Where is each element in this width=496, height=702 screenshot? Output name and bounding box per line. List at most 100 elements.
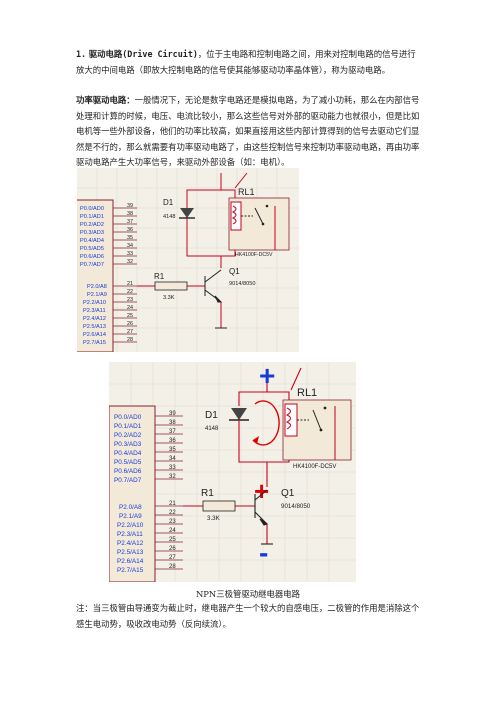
pin-number: 38 [127,211,133,217]
resistor-r1 [154,281,188,291]
circuit-figure-1: P0.0/AD0 P0.1/AD1 P0.2/AD2 P0.3/AD3 P0.4… [74,168,299,353]
port-label: P0.6/AD6 [80,254,104,260]
positive-sign: + [259,362,275,391]
pin-number: 21 [169,501,176,507]
positive-sign-red: + [254,476,269,506]
q1-label: Q1 [229,267,240,276]
pin-number: 28 [169,564,176,570]
pin-number: 27 [127,329,133,335]
section-body: ，位于主电路和控制电路之间，用来对控制电路的信号进行放大的中间电路（即放大控制电… [76,49,416,75]
pin-number: 33 [127,251,133,257]
d1-part: 4148 [163,214,175,220]
paragraph-power-drive: 功率驱动电路：一般情况下，无论是数字电路还是模拟电路，为了减小功耗，那么在内部信… [76,93,422,171]
figure-caption: NPN三极管驱动继电器电路 [195,589,301,599]
p2-label: P2.2/A10 [83,300,106,306]
rl1-label: RL1 [238,187,255,197]
resistor-r1 [202,500,236,512]
circuit-figure-2: P0.0/AD0 P0.1/AD1 P0.2/AD2 P0.3/AD3 P0.4… [108,360,356,583]
relay-part: HK4100F-DC5V [235,252,273,258]
d1-part: 4148 [205,426,219,432]
pin-number: 25 [127,313,133,319]
pin-number: 38 [169,420,176,426]
pin-number: 28 [127,337,133,343]
r1-label: R1 [201,488,214,499]
p2-label: P2.3/A11 [117,531,143,538]
port-label: P0.1/AD1 [114,423,142,430]
relay-rl1 [282,399,352,461]
p2-label: P2.1/A9 [87,292,107,298]
p2-label: P2.6/A14 [117,558,144,565]
relay-rl1 [228,197,290,251]
pin-number: 35 [169,447,176,453]
port-label: P0.5/AD5 [114,459,142,466]
port-label: P0.2/AD2 [114,432,142,439]
section-title: 驱动电路(Drive Circuit) [88,49,198,59]
port-label: P0.7/AD7 [114,477,142,484]
p2-label: P2.0/A8 [119,504,142,511]
r1-value: 3.3K [207,515,221,522]
pin-number: 24 [127,305,133,311]
pin-number: 23 [169,519,176,525]
pin-number: 34 [169,456,176,462]
pin-number: 37 [169,429,176,435]
port-label: P0.4/AD4 [114,450,142,457]
r1-label: R1 [154,272,165,281]
pin-number: 25 [169,537,176,543]
p2-label: P2.7/A15 [117,567,144,574]
p2-label: P2.4/A12 [83,316,106,322]
pin-number: 34 [127,243,133,249]
pin-number: 23 [127,297,133,303]
pin-number: 36 [127,227,133,233]
port-label: P0.0/AD0 [114,414,142,421]
power-drive-body: 一般情况下，无论是数字电路还是模拟电路，为了减小功耗，那么在内部信号处理和计算的… [76,95,420,167]
q1-part: 9014/8050 [229,281,255,287]
power-drive-title: 功率驱动电路： [76,95,135,105]
q1-label: Q1 [281,488,295,499]
p2-label: P2.2/A10 [117,522,144,529]
r1-value: 3.3K [163,295,175,301]
paragraph-drive-circuit: 1. 驱动电路(Drive Circuit)，位于主电路和控制电路之间，用来对控… [76,47,422,78]
port-label: P0.4/AD4 [80,238,104,244]
p2-label: P2.0/A8 [87,284,107,290]
p2-label: P2.7/A15 [83,340,106,346]
port-label: P0.3/AD3 [114,441,142,448]
port-label: P0.5/AD5 [80,246,104,252]
section-index: 1. [76,49,87,59]
p2-label: P2.5/A13 [83,324,106,330]
pin-number: 32 [127,259,133,265]
p2-label: P2.4/A12 [117,540,144,547]
port-label: P0.0/AD0 [80,206,104,212]
pin-number: 35 [127,235,133,241]
diode-d1 [179,208,195,230]
d1-label: D1 [205,410,218,421]
p2-label: P2.3/A11 [83,308,106,314]
p2-label: P2.1/A9 [119,513,142,520]
negative-sign: - [259,537,268,568]
transistor-q1 [254,489,273,545]
pin-number: 39 [127,203,133,209]
relay-part: HK4100F-DC5V [293,464,336,470]
d1-label: D1 [163,198,174,207]
p2-label: P2.6/A14 [83,332,106,338]
pin-number: 26 [127,321,133,327]
pin-number: 36 [169,438,176,444]
pin-number: 39 [169,411,176,417]
port-label: P0.7/AD7 [80,262,104,268]
port-label: P0.1/AD1 [80,214,104,220]
pin-number: 26 [169,546,176,552]
pin-number: 21 [127,281,133,287]
figure-note: 注：当三极管由导通变为截止时，继电器产生一个较大的自感电压，二极管的作用是消除这… [76,603,420,629]
port-label: P0.6/AD6 [114,468,142,475]
rl1-label: RL1 [297,387,317,399]
pin-number: 22 [169,510,176,516]
pin-number: 37 [127,219,133,225]
q1-part: 9014/8050 [281,503,311,510]
transistor-q1 [204,269,227,329]
pin-number: 32 [169,474,176,480]
pin-number: 22 [127,289,133,295]
pin-number: 27 [169,555,176,561]
p2-label: P2.5/A13 [117,549,144,556]
port-label: P0.3/AD3 [80,230,104,236]
diode-d1 [229,400,280,446]
port-label: P0.2/AD2 [80,222,104,228]
